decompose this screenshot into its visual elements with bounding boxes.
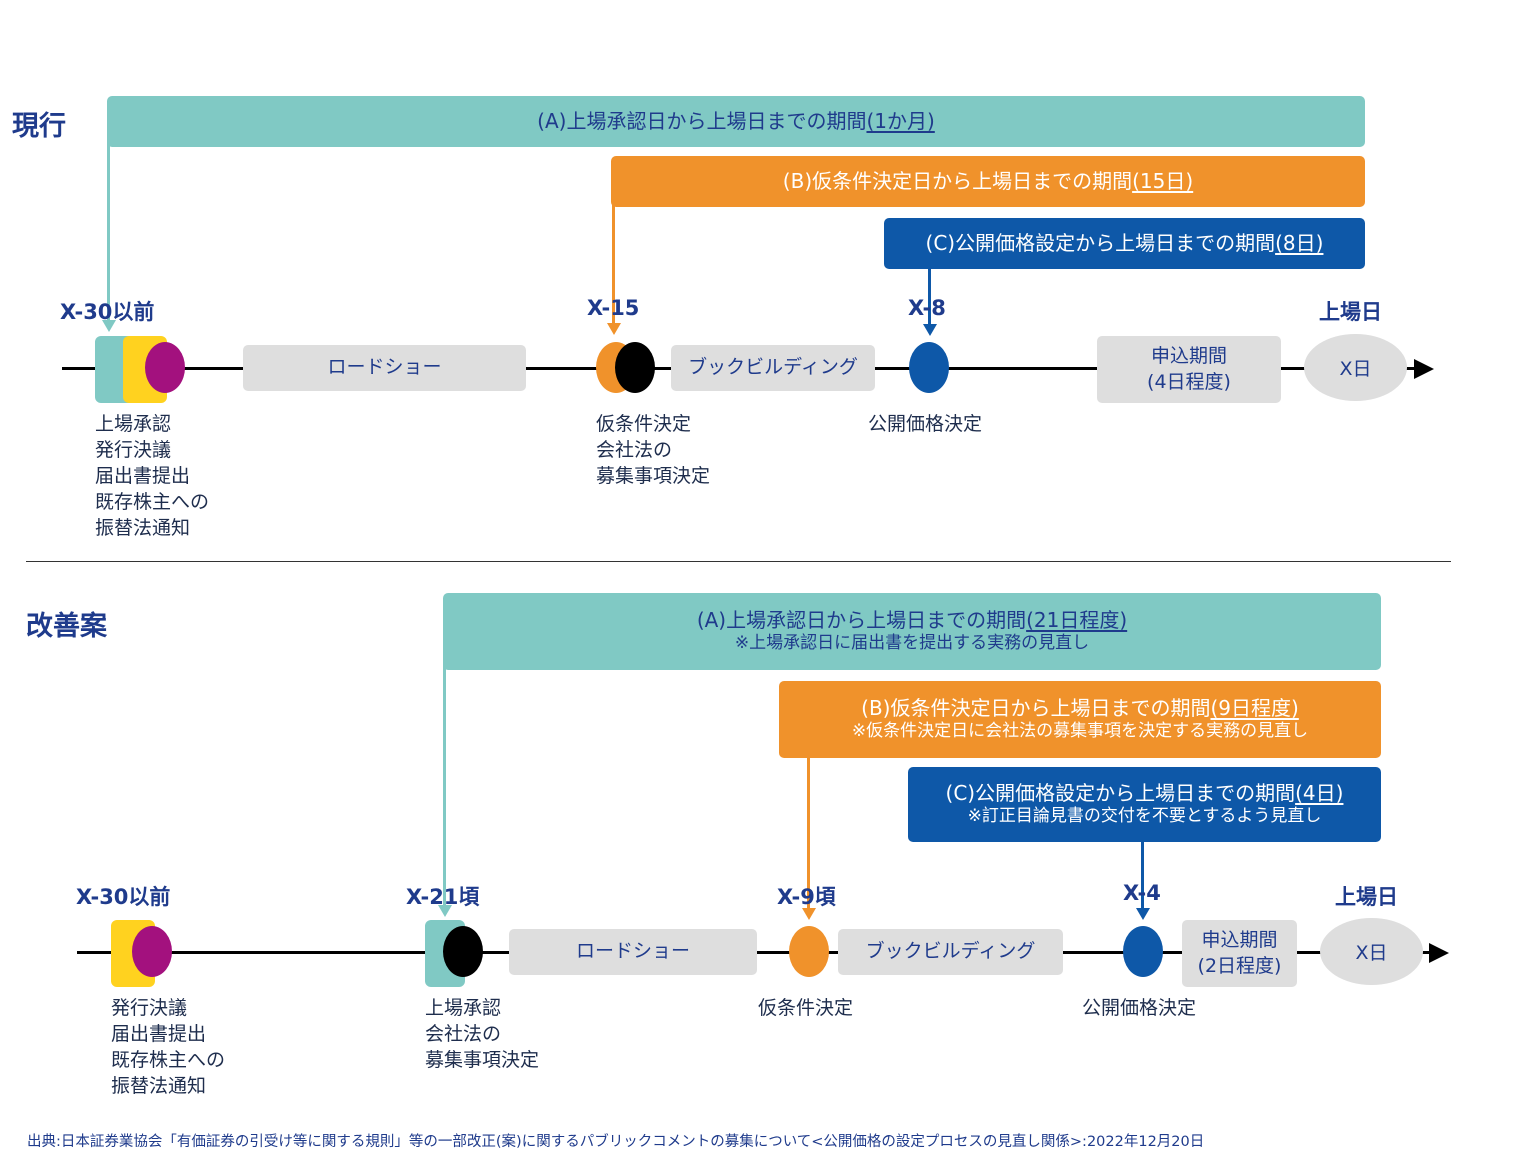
proposal-application-label: 申込期間 [1201,928,1278,951]
event-item: 既存株主への [95,491,210,513]
proposal-phase-bookbuilding: ブックビルディング [838,929,1063,975]
proposal-events-group4: 公開価格決定 [1082,995,1196,1021]
proposal-company-law-marker [443,926,483,977]
current-events-group3: 公開価格決定 [868,411,982,437]
proposal-b-arrowhead [802,908,816,920]
event-item: 発行決議 [95,439,172,461]
event-item: 公開価格決定 [1082,997,1197,1019]
proposal-c-connector [1141,840,1144,908]
event-item: 募集事項決定 [596,465,711,487]
current-banner-a: (A)上場承認日から上場日までの期間(1か月) [107,96,1365,147]
proposal-banner-a: (A)上場承認日から上場日までの期間(21日程度) ※上場承認日に届出書を提出す… [443,593,1381,670]
current-a-connector [107,140,110,320]
current-events-group1: 上場承認 発行決議 届出書提出 既存株主への 振替法通知 [95,411,209,541]
current-banner-a-period: (1か月) [866,109,935,133]
proposal-application-duration: (2日程度) [1197,954,1282,977]
proposal-c-arrowhead [1136,908,1150,920]
current-marker-x30: X-30以前 [60,300,155,324]
current-marker-x15: X-15 [587,296,640,320]
event-item: 公開価格決定 [868,413,983,435]
proposal-banner-c-period: (4日) [1295,781,1344,806]
event-item: 発行決議 [111,997,188,1019]
proposal-roadshow-label: ロードショー [575,940,690,963]
proposal-notification-marker [132,926,172,977]
current-c-connector [928,266,931,324]
current-banner-c: (C)公開価格設定から上場日までの期間(8日) [884,218,1365,269]
current-timeline-arrow [1414,359,1434,379]
proposal-timeline-arrow [1429,943,1449,963]
proposal-pricing-marker [1123,926,1163,977]
proposal-marker-x4: X-4 [1123,881,1161,905]
current-notification-marker [145,342,185,393]
proposal-marker-listing-day: 上場日 [1335,885,1398,909]
proposal-banner-b-text: (B)仮条件決定日から上場日までの期間 [861,696,1211,721]
proposal-events-group3: 仮条件決定 [758,995,853,1021]
event-item: 届出書提出 [95,465,191,487]
proposal-banner-c-note: ※訂正目論見書の交付を不要とするよう見直し [967,806,1322,827]
event-item: 仮条件決定 [758,997,854,1019]
current-phase-bookbuilding: ブックビルディング [671,345,875,391]
current-application-duration: (4日程度) [1147,370,1231,393]
event-item: 上場承認 [425,997,502,1019]
proposal-marker-x21: X-21頃 [406,885,480,909]
current-a-arrowhead [102,320,116,332]
proposal-xday-label: X日 [1355,942,1388,964]
current-bookbuilding-label: ブックビルディング [688,356,858,379]
section-divider [26,561,1451,562]
proposal-a-arrowhead [438,905,452,917]
proposal-banner-b-period: (9日程度) [1210,696,1299,721]
proposal-marker-x9: X-9頃 [777,885,836,909]
proposal-banner-b-note: ※仮条件決定日に会社法の募集事項を決定する実務の見直し [851,721,1309,742]
source-note: 出典:日本証券業協会「有価証券の引受け等に関する規則」等の一部改正(案)に関する… [27,1134,1205,1150]
proposal-events-group1: 発行決議 届出書提出 既存株主への 振替法通知 [111,995,225,1099]
current-events-group2: 仮条件決定 会社法の 募集事項決定 [596,411,710,489]
current-pricing-marker [909,342,949,393]
current-xday: X日 [1304,334,1407,401]
current-banner-c-text: (C)公開価格設定から上場日までの期間 [925,231,1276,255]
event-item: 既存株主への [111,1049,226,1071]
proposal-b-connector [807,755,810,908]
current-marker-listing-day: 上場日 [1319,300,1382,324]
event-item: 会社法の [596,439,673,461]
current-banner-c-period: (8日) [1275,231,1324,255]
proposal-tentative-marker [789,926,829,977]
proposal-marker-x30: X-30以前 [76,885,171,909]
current-xday-label: X日 [1339,358,1372,380]
proposal-banner-c: (C)公開価格設定から上場日までの期間(4日) ※訂正目論見書の交付を不要とする… [908,767,1381,842]
proposal-bookbuilding-label: ブックビルディング [865,940,1036,963]
event-item: 振替法通知 [111,1075,207,1097]
current-roadshow-label: ロードショー [327,356,442,379]
current-phase-roadshow: ロードショー [243,345,526,391]
current-banner-b: (B)仮条件決定日から上場日までの期間(15日) [611,156,1365,207]
event-item: 上場承認 [95,413,172,435]
current-b-arrowhead [607,323,621,335]
proposal-phase-application: 申込期間 (2日程度) [1182,920,1297,987]
current-c-arrowhead [923,324,937,336]
proposal-section-title: 改善案 [26,611,107,642]
proposal-events-group2: 上場承認 会社法の 募集事項決定 [425,995,539,1073]
proposal-a-connector [443,665,446,905]
event-item: 募集事項決定 [425,1049,540,1071]
current-banner-b-period: (15日) [1132,169,1194,193]
proposal-xday: X日 [1320,918,1423,985]
proposal-banner-a-text: (A)上場承認日から上場日までの期間 [696,608,1027,633]
current-b-connector [612,200,615,323]
proposal-phase-roadshow: ロードショー [509,929,757,975]
current-company-law-marker [615,342,655,393]
current-marker-x8: X-8 [908,296,946,320]
proposal-banner-a-period: (21日程度) [1026,608,1128,633]
current-phase-application: 申込期間 (4日程度) [1097,336,1281,403]
current-application-label: 申込期間 [1150,344,1227,367]
event-item: 振替法通知 [95,517,191,539]
proposal-banner-c-text: (C)公開価格設定から上場日までの期間 [945,781,1296,806]
current-banner-b-text: (B)仮条件決定日から上場日までの期間 [782,169,1133,193]
current-section-title: 現行 [12,111,66,142]
proposal-banner-b: (B)仮条件決定日から上場日までの期間(9日程度) ※仮条件決定日に会社法の募集… [779,681,1381,758]
event-item: 届出書提出 [111,1023,207,1045]
proposal-banner-a-note: ※上場承認日に届出書を提出する実務の見直し [734,633,1090,654]
event-item: 仮条件決定 [596,413,692,435]
event-item: 会社法の [425,1023,502,1045]
current-banner-a-text: (A)上場承認日から上場日までの期間 [537,109,867,133]
